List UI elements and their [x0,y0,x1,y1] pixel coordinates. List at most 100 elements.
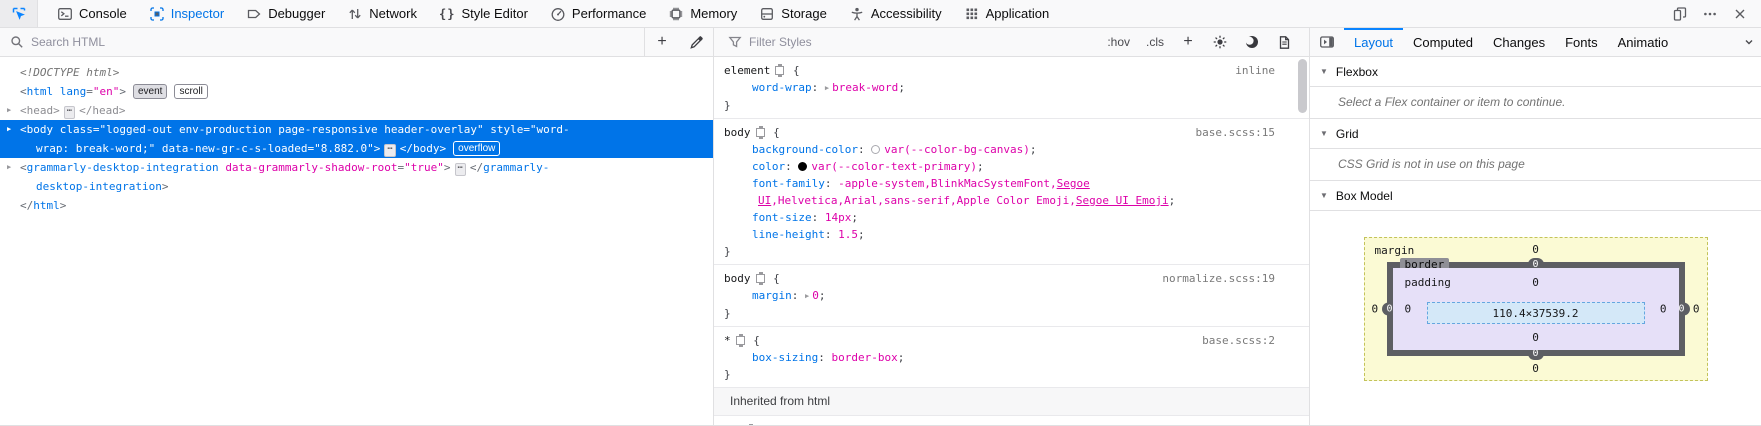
doctype-line[interactable]: <!DOCTYPE html> [0,63,713,82]
sidebar-tab-fonts[interactable]: Fonts [1555,28,1608,56]
padding-top-value[interactable]: 0 [1532,276,1539,289]
box-model-border-region[interactable]: border 0 0 0 0 padding 0 0 0 0 110.4×3 [1381,258,1690,360]
close-devtools-button[interactable] [1727,2,1753,26]
css-declaration[interactable]: color: var(--color-text-primary); [714,158,1291,175]
expand-twisty-icon[interactable]: ▶ [7,125,12,133]
filter-styles-input[interactable] [749,35,1091,49]
color-swatch[interactable] [798,162,808,171]
margin-right-value[interactable]: 0 [1692,302,1700,316]
pick-element-button[interactable] [0,0,38,27]
tab-storage[interactable]: Storage [748,0,838,27]
stylesheet-source-link[interactable]: base.scss:2 [1202,334,1275,347]
css-declaration[interactable]: font-family: -apple-system,BlinkMacSyste… [714,175,1291,192]
rule-selector-line[interactable]: element {inline [714,62,1291,79]
pane-toggle-button[interactable] [1310,34,1344,50]
scroll-badge[interactable]: scroll [174,84,208,99]
margin-top-value[interactable]: 0 [1532,243,1539,256]
tab-performance[interactable]: Performance [539,0,657,27]
responsive-design-mode-button[interactable] [1667,2,1693,26]
text-segment: ; [897,351,905,364]
rule-selector-line[interactable]: body {normalize.scss:19 [714,270,1291,287]
padding-bottom-value[interactable]: 0 [1532,331,1539,344]
stylesheet-source-link[interactable]: base.scss:15 [1195,126,1275,139]
box-model-section-header[interactable]: ▼ Box Model [1310,181,1761,211]
content-dimensions: 110.4×37539.2 [1492,306,1579,320]
tab-application[interactable]: Application [953,0,1061,27]
pseudo-class-panel-button[interactable]: :hov [1107,35,1130,49]
tab-network[interactable]: Network [336,0,428,27]
expand-twisty-icon[interactable]: ▶ [7,106,12,114]
stylesheet-source-link[interactable]: inline [1235,64,1275,77]
sidebar-tab-layout[interactable]: Layout [1344,28,1404,56]
partial-rule-line[interactable]: html { [714,416,1309,425]
body-line-2[interactable]: wrap: break-word;" data-new-gr-c-s-loade… [0,139,713,158]
sidebar-tab-animatio[interactable]: Animatio [1608,28,1679,56]
overflow-badge[interactable]: overflow [453,141,501,156]
sidebar-tab-computed[interactable]: Computed [1403,28,1483,56]
rule-selector-line[interactable]: body {base.scss:15 [714,124,1291,141]
selector-highlighter-icon[interactable] [755,272,765,285]
ellipsis-chip[interactable]: ⋯ [63,106,76,119]
color-swatch[interactable] [871,145,881,154]
search-input[interactable] [31,35,634,49]
box-model-margin-region[interactable]: margin 0 0 0 0 border 0 0 0 0 padding 0 [1363,237,1708,381]
sidebar-tab-changes[interactable]: Changes [1483,28,1555,56]
margin-left-value[interactable]: 0 [1371,302,1379,316]
margin-bottom-value[interactable]: 0 [1532,362,1539,375]
tab-console[interactable]: Console [46,0,138,27]
tab-memory[interactable]: Memory [657,0,748,27]
add-rule-button[interactable]: + [1173,34,1203,50]
eyedropper-button[interactable] [679,28,713,56]
event-badge[interactable]: event [133,84,168,99]
css-declaration[interactable]: font-size: 14px; [714,209,1291,226]
css-declaration[interactable]: word-wrap: ▶break-word; [714,79,1291,97]
tab-accessibility[interactable]: Accessibility [838,0,953,27]
grammarly-line-1[interactable]: ▶<grammarly-desktop-integration data-gra… [0,158,713,177]
text-segment: : [785,160,799,173]
head-line[interactable]: ▶<head>⋯</head> [0,101,713,120]
tab-inspector[interactable]: Inspector [138,0,235,27]
sidebar-tab-label: Changes [1493,34,1546,50]
selector-highlighter-icon[interactable] [775,64,785,77]
text-segment: } [724,368,731,381]
box-model-content-region[interactable]: 110.4×37539.2 [1426,302,1645,324]
meatball-menu-button[interactable] [1697,2,1723,26]
expand-value-icon[interactable]: ▶ [824,84,830,92]
tab-debugger[interactable]: Debugger [235,0,336,27]
grammarly-line-2[interactable]: desktop-integration> [0,177,713,196]
stylesheet-source-link[interactable]: normalize.scss:19 [1162,272,1275,285]
all-tabs-menu-button[interactable] [1737,37,1761,47]
tab-style-editor[interactable]: {}Style Editor [428,0,539,27]
rules-scrollbar-thumb[interactable] [1298,59,1307,113]
padding-right-value[interactable]: 0 [1659,302,1667,316]
dark-scheme-sim-button[interactable] [1237,34,1267,50]
css-declaration[interactable]: line-height: 1.5; [714,226,1291,243]
ellipsis-chip[interactable]: ⋯ [384,144,396,157]
padding-left-value[interactable]: 0 [1404,302,1412,316]
selector-highlighter-icon[interactable] [735,334,745,347]
border-bottom-value[interactable]: 0 [1527,347,1544,360]
expand-value-icon[interactable]: ▶ [805,292,810,300]
css-declaration[interactable]: UI,Helvetica,Arial,sans-serif,Apple Colo… [714,192,1291,209]
add-node-button[interactable]: + [645,28,679,56]
css-declaration[interactable]: background-color: var(--color-bg-canvas)… [714,141,1291,158]
body-line-1[interactable]: ▶<body class="logged-out env-production … [0,120,713,139]
css-declaration[interactable]: box-sizing: border-box; [714,349,1291,366]
selector-highlighter-icon[interactable] [755,126,765,139]
class-panel-button[interactable]: .cls [1146,35,1164,49]
border-top-value[interactable]: 0 [1527,258,1544,271]
flexbox-section-header[interactable]: ▼ Flexbox [1310,57,1761,87]
light-scheme-sim-button[interactable] [1205,34,1235,50]
html-close-line[interactable]: </html> [0,196,713,215]
print-media-sim-button[interactable] [1269,35,1299,50]
rule-selector-line[interactable]: * {base.scss:2 [714,332,1291,349]
box-model-padding-region[interactable]: padding 0 0 0 0 110.4×37539.2 [1392,268,1679,350]
text-segment: } [724,245,731,258]
expand-twisty-icon[interactable]: ▶ [7,163,12,171]
css-declaration[interactable]: margin: ▶0; [714,287,1291,305]
grid-section-header[interactable]: ▼ Grid [1310,119,1761,149]
ellipsis-chip[interactable]: ⋯ [454,163,466,176]
